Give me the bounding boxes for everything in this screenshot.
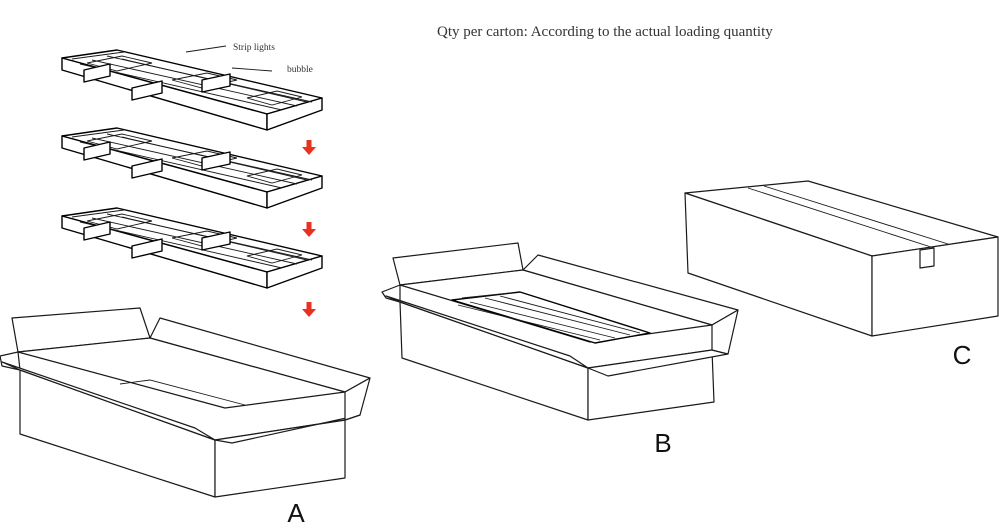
tray-top <box>61 49 323 131</box>
step-label-b: B <box>654 428 671 458</box>
down-arrow-icon <box>302 222 316 237</box>
page-title: Qty per carton: According to the actual … <box>437 24 773 40</box>
carton-open-filled <box>381 242 739 421</box>
tray-stack <box>61 49 323 289</box>
step-label-c: C <box>953 340 972 370</box>
down-arrow-icon <box>302 140 316 155</box>
down-arrow-icon <box>302 302 316 317</box>
callout-bubble: bubble <box>231 65 313 75</box>
callout-strip-label: Strip lights <box>233 43 275 53</box>
callout-bubble-label: bubble <box>287 65 313 75</box>
carton-closed <box>684 180 999 337</box>
tray-middle <box>61 127 323 209</box>
step-label-a: A <box>287 498 305 528</box>
carton-open-empty <box>0 307 371 498</box>
tray-bottom <box>61 207 323 289</box>
callout-strip-lights: Strip lights <box>185 43 275 53</box>
